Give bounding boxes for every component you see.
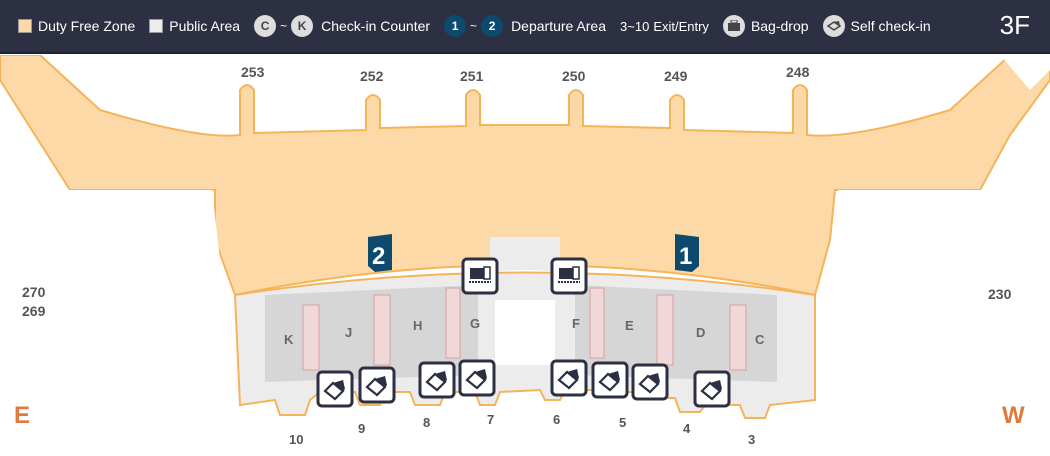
legend-label: Public Area bbox=[169, 18, 241, 34]
legend-checkin: C~K Check-in Counter bbox=[254, 15, 430, 37]
gate-270-label: 270 bbox=[22, 284, 46, 300]
checkin-counter-island bbox=[445, 287, 461, 359]
exit-range: 3~10 bbox=[620, 18, 650, 34]
exit-8-label: 8 bbox=[423, 415, 430, 430]
zone-k-label: K bbox=[284, 332, 294, 347]
departure-area-2[interactable]: 2 bbox=[368, 234, 392, 272]
bag-drop-icon[interactable] bbox=[461, 257, 499, 295]
zone-e-label: E bbox=[625, 318, 634, 333]
gate-230-label: 230 bbox=[988, 286, 1012, 302]
exit-5-label: 5 bbox=[619, 415, 626, 430]
counter-zone-east bbox=[575, 285, 777, 382]
gate-252-label: 252 bbox=[360, 68, 384, 84]
gate-253-label: 253 bbox=[241, 64, 265, 80]
departure-2-label: 2 bbox=[372, 243, 385, 270]
duty-free-zone bbox=[0, 55, 1050, 297]
checkin-counter-island bbox=[373, 294, 391, 366]
self-checkin-icon[interactable] bbox=[631, 363, 669, 401]
self-checkin-icon[interactable] bbox=[591, 361, 629, 399]
gate-251-label: 251 bbox=[460, 68, 484, 84]
legend-duty-free: Duty Free Zone bbox=[18, 18, 135, 34]
self-checkin-icon[interactable] bbox=[358, 366, 396, 404]
zone-c-label: C bbox=[755, 332, 765, 347]
departure-1-label: 1 bbox=[679, 243, 692, 270]
legend-label: Self check-in bbox=[850, 18, 931, 34]
self-checkin-icon[interactable] bbox=[693, 370, 731, 408]
legend-self-checkin: Self check-in bbox=[822, 15, 931, 37]
exit-4-label: 4 bbox=[683, 421, 691, 436]
exit-10-label: 10 bbox=[289, 432, 303, 447]
zone-d-label: D bbox=[696, 325, 705, 340]
outside-east bbox=[818, 190, 1050, 400]
direction-east-label: E bbox=[14, 402, 30, 429]
gate-269-label: 269 bbox=[22, 303, 46, 319]
legend-bagdrop: Bag-drop bbox=[722, 15, 809, 37]
zone-f-label: F bbox=[572, 316, 580, 331]
outside-west bbox=[0, 190, 232, 400]
exit-9-label: 9 bbox=[358, 421, 365, 436]
self-checkin-icon[interactable] bbox=[458, 359, 496, 397]
zone-g-label: G bbox=[470, 316, 480, 331]
gate-248-label: 248 bbox=[786, 64, 810, 80]
departure-badge: 2 bbox=[481, 15, 504, 37]
self-checkin-icon bbox=[822, 15, 845, 37]
zone-j-label: J bbox=[345, 325, 352, 340]
gate-250-label: 250 bbox=[562, 68, 586, 84]
legend-departure: 1~2 Departure Area bbox=[444, 15, 606, 37]
tilde: ~ bbox=[470, 19, 478, 33]
departure-badge: 1 bbox=[444, 15, 467, 37]
exit-7-label: 7 bbox=[487, 412, 494, 427]
self-checkin-icon[interactable] bbox=[550, 359, 588, 397]
departure-area-1[interactable]: 1 bbox=[675, 234, 699, 272]
gate-249-label: 249 bbox=[664, 68, 688, 84]
bag-drop-icon bbox=[722, 15, 745, 37]
legend-label: Duty Free Zone bbox=[38, 18, 136, 34]
counter-badge: K bbox=[291, 15, 314, 37]
self-checkin-icon[interactable] bbox=[418, 361, 456, 399]
tilde: ~ bbox=[280, 19, 288, 33]
checkin-counter-island bbox=[589, 287, 605, 359]
checkin-counter-island bbox=[729, 304, 747, 371]
exit-3-label: 3 bbox=[748, 432, 755, 447]
exit-6-label: 6 bbox=[553, 412, 560, 427]
legend-label: Exit/Entry bbox=[653, 18, 709, 34]
duty-free-swatch bbox=[18, 19, 32, 33]
bag-drop-icon[interactable] bbox=[550, 257, 588, 295]
legend-label: Bag-drop bbox=[750, 18, 809, 34]
legend-label: Departure Area bbox=[511, 18, 607, 34]
central-void bbox=[495, 300, 555, 365]
central-block bbox=[490, 237, 560, 272]
counter-badge: C bbox=[254, 15, 277, 37]
floor-indicator: 3F bbox=[999, 10, 1030, 40]
legend-public-area: Public Area bbox=[149, 18, 240, 34]
zone-h-label: H bbox=[413, 318, 422, 333]
legend-label: Check-in Counter bbox=[321, 18, 431, 34]
checkin-counter-island bbox=[302, 304, 320, 371]
public-area-swatch bbox=[149, 19, 164, 33]
direction-west-label: W bbox=[1002, 402, 1025, 429]
self-checkin-icon[interactable] bbox=[316, 370, 354, 408]
terminal-map: K J H G F E D C 253 252 251 250 249 248 … bbox=[0, 55, 1050, 447]
checkin-counter-island bbox=[656, 294, 674, 366]
